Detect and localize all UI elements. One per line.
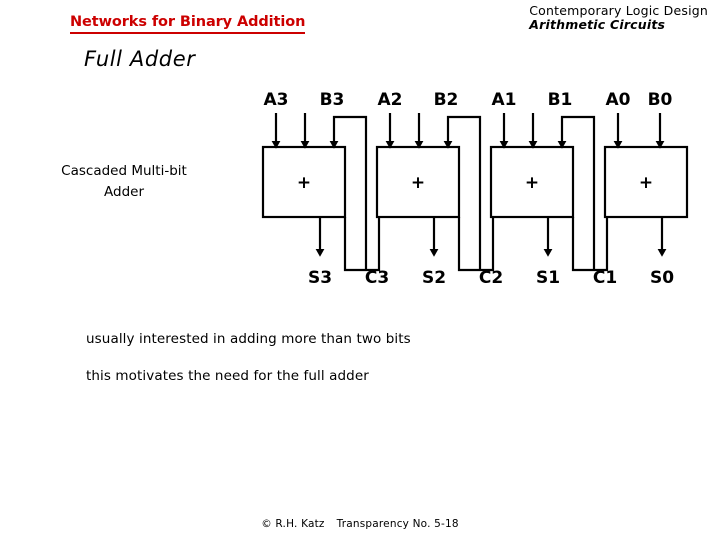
adder-operator: + bbox=[639, 173, 653, 193]
label-sum: S1 bbox=[536, 268, 560, 288]
adder-box bbox=[375, 145, 461, 219]
figure-caption: Cascaded Multi-bit Adder bbox=[36, 161, 212, 203]
label-sum: S2 bbox=[422, 268, 446, 288]
label-sum: S0 bbox=[650, 268, 674, 288]
carry-in-wire bbox=[443, 115, 482, 270]
footer-copyright: © R.H. Katz bbox=[261, 518, 325, 530]
label-input-b: B0 bbox=[648, 90, 673, 110]
label-carry-out: C3 bbox=[365, 268, 389, 288]
adder-box bbox=[489, 145, 575, 219]
carry-out-wire bbox=[457, 217, 495, 272]
carry-in-wire bbox=[557, 115, 596, 270]
course-title: Contemporary Logic Design bbox=[529, 3, 708, 18]
adder-box bbox=[261, 145, 347, 219]
adder-operator: + bbox=[297, 173, 311, 193]
adder-stage-2: + A2 B2 S2 C2 bbox=[375, 90, 503, 288]
label-carry-out: C2 bbox=[479, 268, 503, 288]
label-input-b: B3 bbox=[320, 90, 345, 110]
page-title: Networks for Binary Addition bbox=[70, 14, 305, 34]
label-sum: S3 bbox=[308, 268, 332, 288]
adder-operator: + bbox=[525, 173, 539, 193]
label-carry-out: C1 bbox=[593, 268, 617, 288]
figure-caption-line-1: Cascaded Multi-bit bbox=[61, 163, 187, 179]
label-input-a: A2 bbox=[378, 90, 403, 110]
adder-operator: + bbox=[411, 173, 425, 193]
label-input-a: A0 bbox=[606, 90, 631, 110]
figure-caption-line-2: Adder bbox=[104, 184, 144, 200]
adder-stage-0: + A0 B0 S0 bbox=[603, 90, 689, 288]
section-heading: Full Adder bbox=[84, 47, 196, 71]
course-subtitle: Arithmetic Circuits bbox=[529, 17, 666, 32]
label-input-b: B2 bbox=[434, 90, 459, 110]
label-input-b: B1 bbox=[548, 90, 573, 110]
adder-stage-3: + A3 B3 S3 C3 bbox=[261, 90, 389, 288]
footer-transparency: Transparency No. 5-18 bbox=[336, 518, 459, 530]
course-header: Contemporary Logic Design Arithmetic Cir… bbox=[529, 4, 708, 32]
carry-in-wire bbox=[329, 115, 368, 270]
body-line: this motivates the need for the full add… bbox=[86, 368, 369, 384]
adder-box bbox=[603, 145, 689, 219]
body-line: usually interested in adding more than t… bbox=[86, 331, 411, 347]
carry-out-wire bbox=[343, 217, 381, 272]
footer: © R.H. Katz Transparency No. 5-18 bbox=[0, 518, 720, 530]
adder-stage-1: + A1 B1 S1 C1 bbox=[489, 90, 617, 288]
label-input-a: A1 bbox=[492, 90, 517, 110]
carry-out-wire bbox=[571, 217, 609, 272]
label-input-a: A3 bbox=[264, 90, 289, 110]
